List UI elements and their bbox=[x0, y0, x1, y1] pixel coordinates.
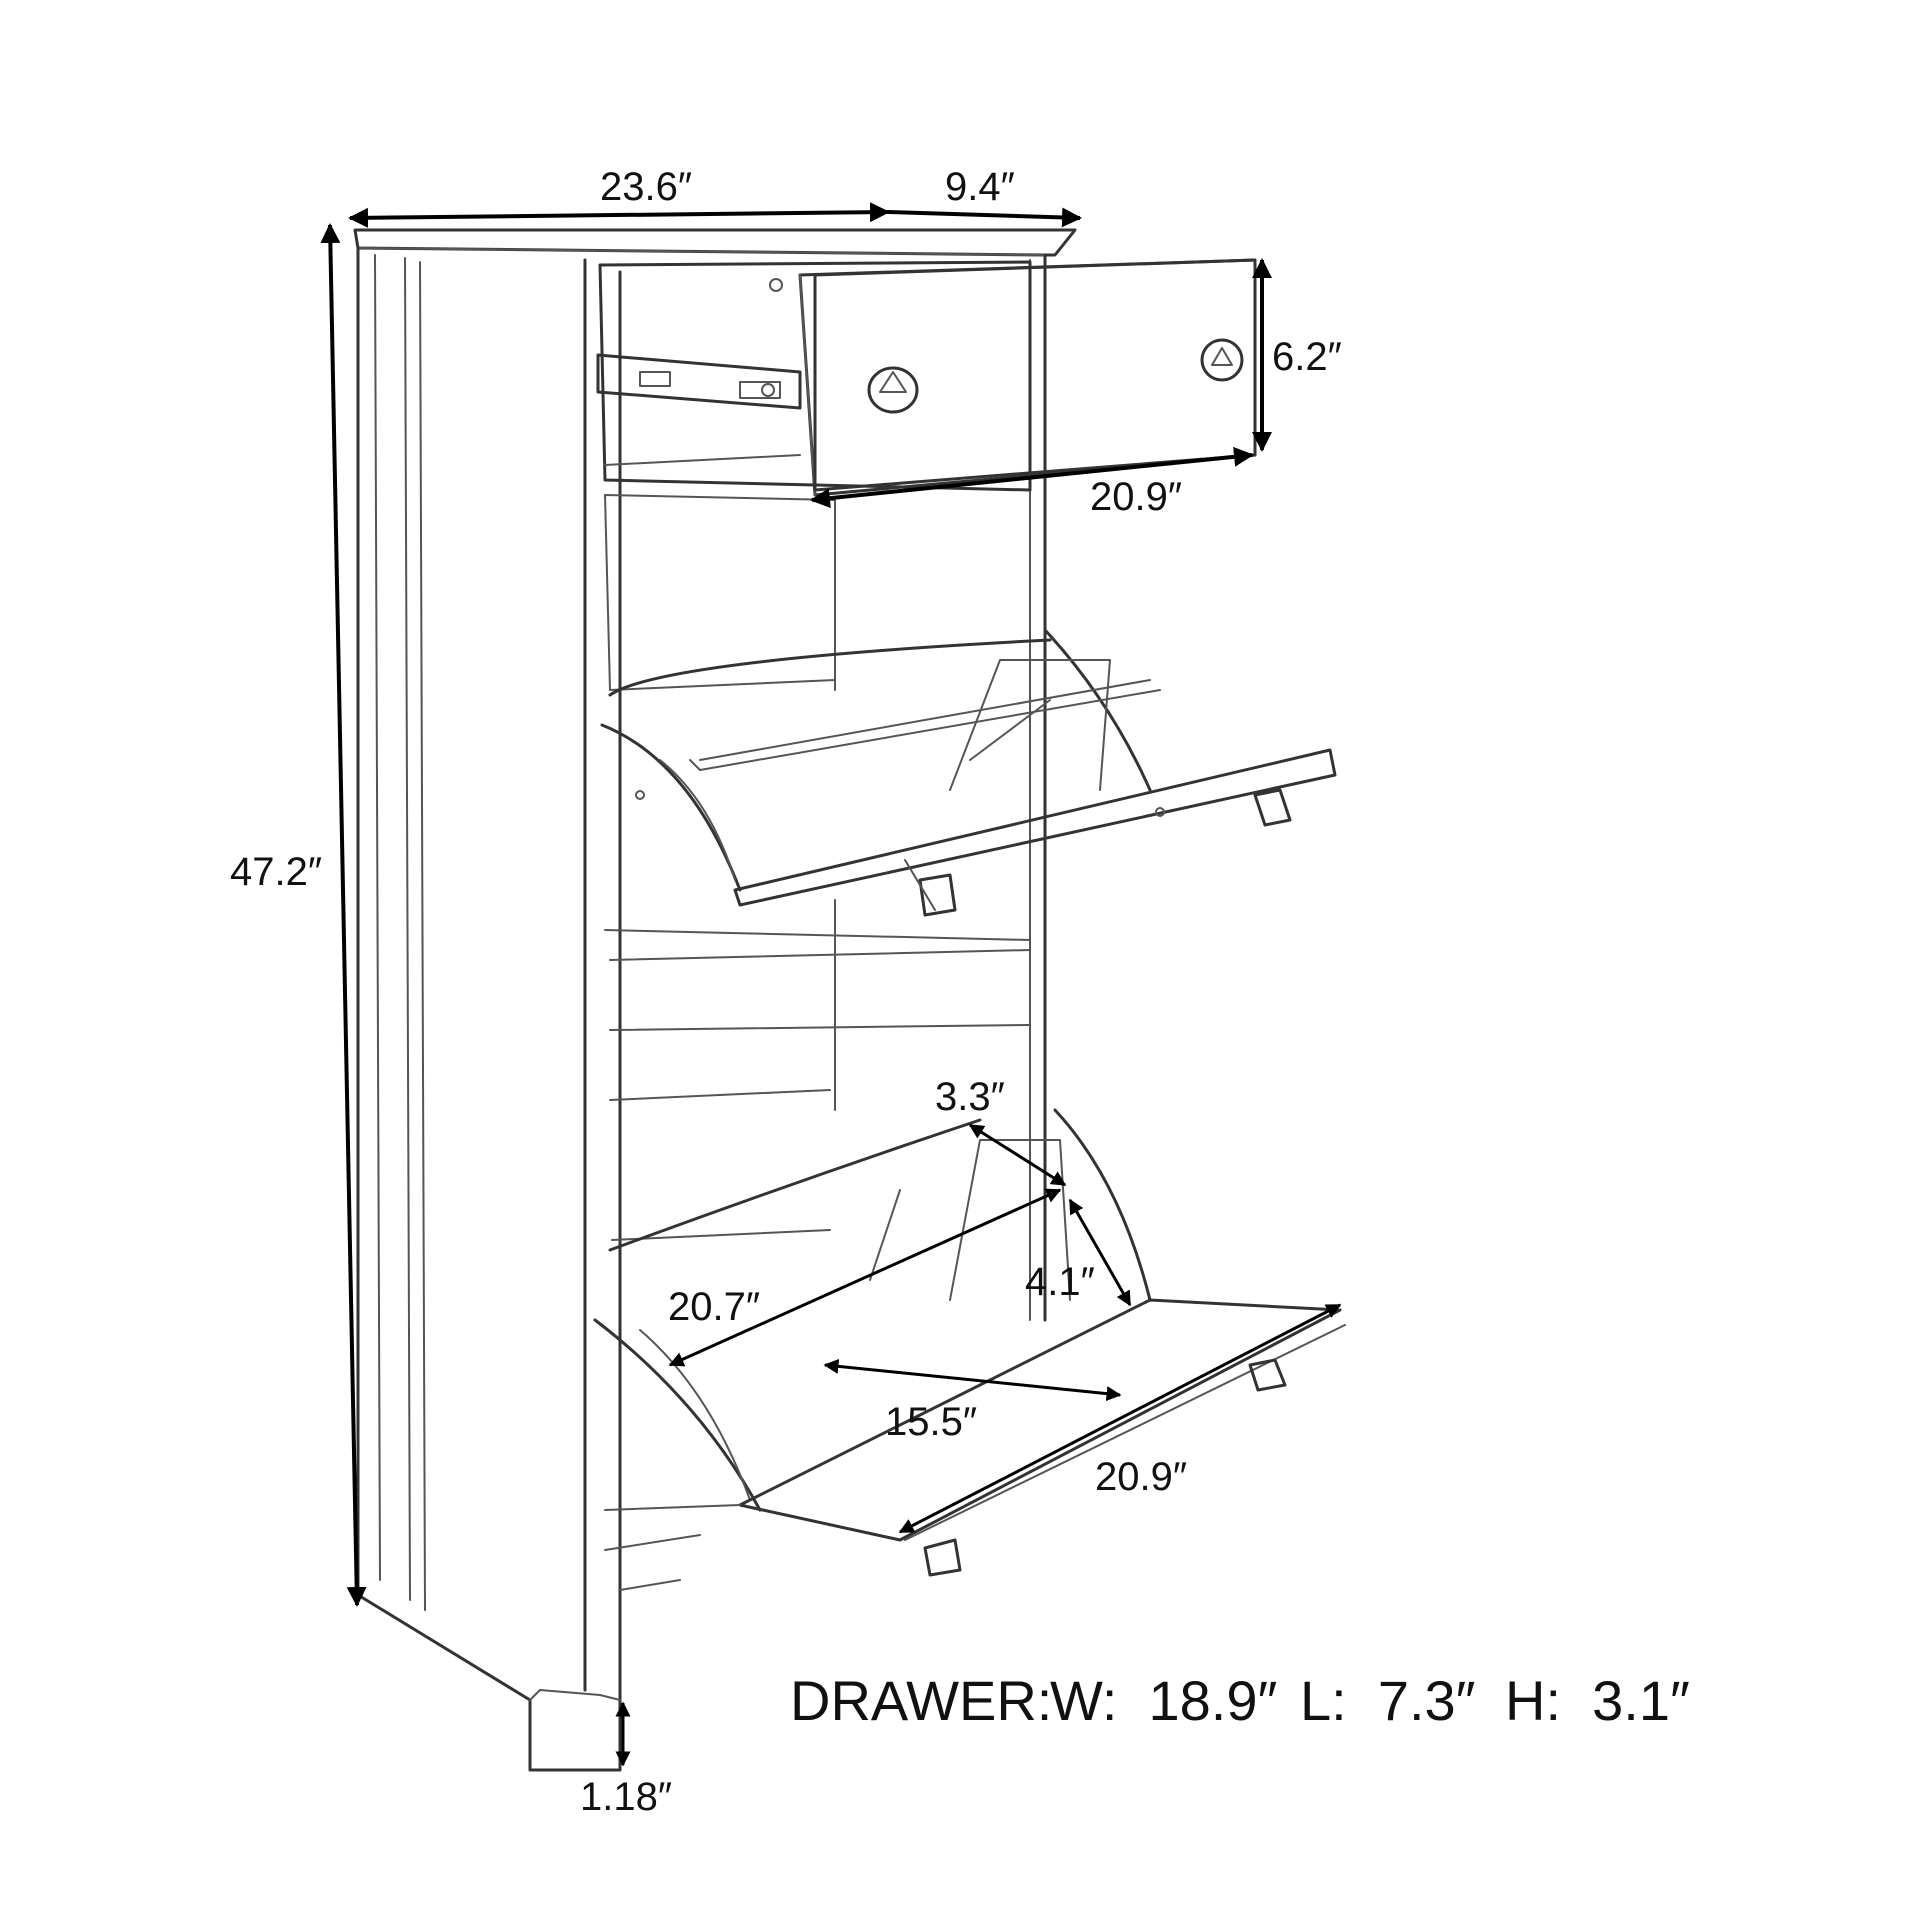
cabinet-outline bbox=[353, 228, 1077, 1772]
leg-height-label: 1.18″ bbox=[580, 1775, 672, 1819]
upper-flip-flap bbox=[600, 628, 1337, 917]
top-width-label: 23.6″ bbox=[600, 165, 692, 209]
drawer-spec-width: W: 18.9″ bbox=[1050, 1669, 1277, 1732]
dimension-labels: 23.6″ 9.4″ 47.2″ 6.2″ 20.9″ 3.3″ 4.1″ 20… bbox=[230, 165, 1342, 1819]
dimension-lines bbox=[320, 202, 1342, 1767]
inner-length-label: 20.7″ bbox=[668, 1285, 760, 1329]
top-depth-label: 9.4″ bbox=[945, 165, 1015, 209]
flap-depth-label: 4.1″ bbox=[1025, 1260, 1095, 1304]
drawer-front-width-label: 20.9″ bbox=[1090, 475, 1182, 519]
middle-panels bbox=[604, 494, 1031, 1241]
top-drawer bbox=[596, 258, 1257, 497]
drawer-spec-length: L: 7.3″ bbox=[1300, 1669, 1476, 1732]
drawer-front-height-label: 6.2″ bbox=[1272, 335, 1342, 379]
drawer-spec-title: DRAWER: bbox=[790, 1669, 1052, 1732]
height-label: 47.2″ bbox=[230, 850, 322, 894]
flap-width-label: 20.9″ bbox=[1095, 1455, 1187, 1499]
inner-width-label: 15.5″ bbox=[885, 1400, 977, 1444]
drawer-spec: DRAWER: W: 18.9″ L: 7.3″ H: 3.1″ bbox=[790, 1669, 1690, 1732]
lower-flip-flap bbox=[593, 1108, 1346, 1591]
flap-gap-label: 3.3″ bbox=[935, 1075, 1005, 1119]
drawer-spec-height: H: 3.1″ bbox=[1505, 1669, 1690, 1732]
